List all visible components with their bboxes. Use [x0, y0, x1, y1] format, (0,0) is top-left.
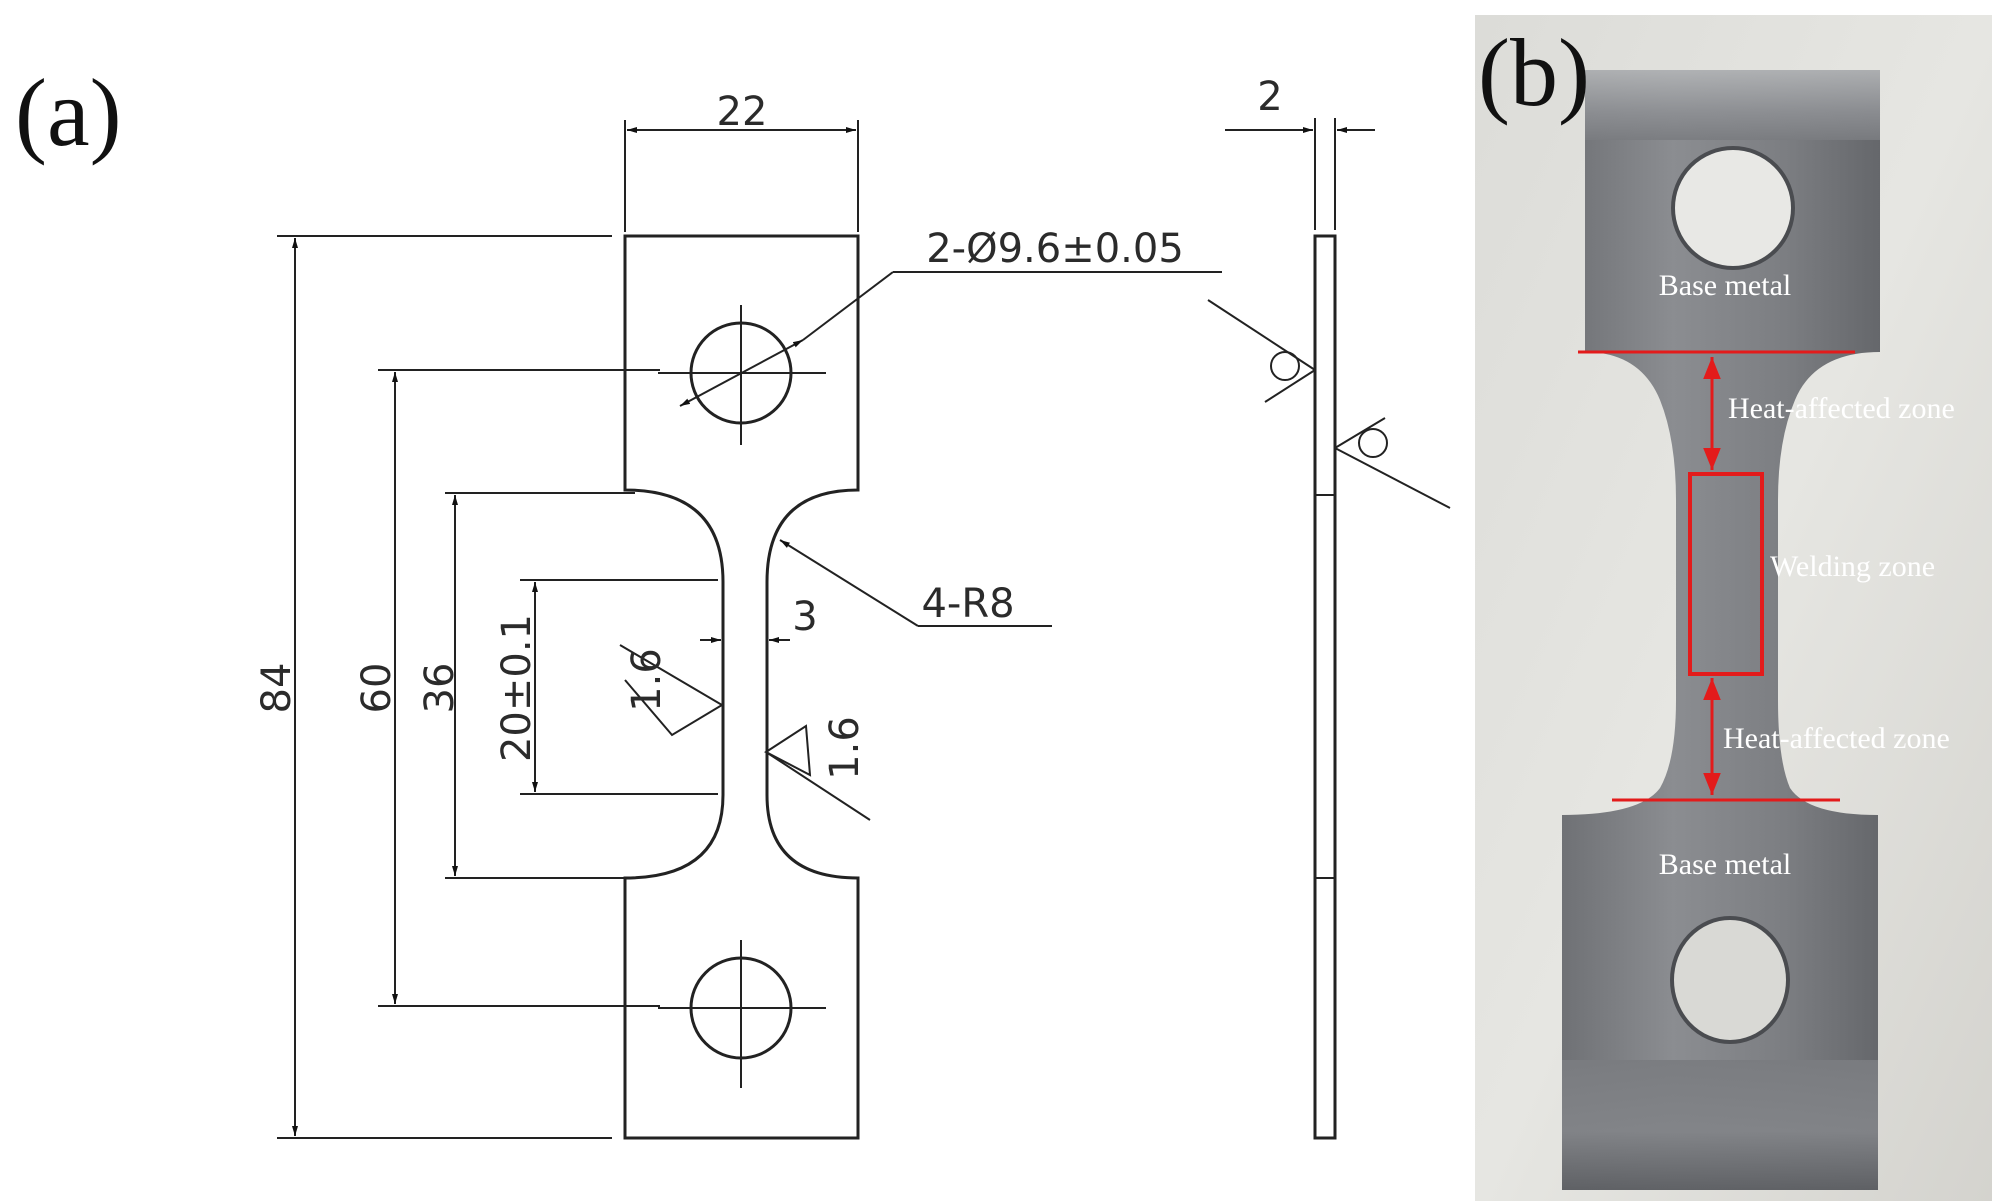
dim-hole-spacing-label: 60	[354, 663, 400, 714]
dim-reduced-section-label: 36	[417, 663, 463, 714]
label-base-metal-bottom: Base metal	[1659, 848, 1791, 881]
dim-gauge-length	[520, 579, 718, 795]
dim-total-length	[277, 235, 612, 1139]
dim-hole-diameter	[679, 271, 1222, 407]
dim-thickness	[1225, 118, 1375, 230]
panel-a: (a) 22 84	[15, 59, 1451, 1140]
label-base-metal-top: Base metal	[1659, 269, 1791, 302]
dim-fillet-radius	[779, 539, 1052, 627]
dim-width	[624, 120, 859, 232]
bottom-grip-band	[1562, 1060, 1878, 1190]
dim-gauge-width-label: 3	[792, 594, 817, 640]
side-view	[1313, 234, 1337, 1140]
panel-a-label: (a)	[15, 59, 122, 166]
dim-reduced-section	[445, 492, 635, 879]
specimen-photo	[1562, 70, 1880, 1190]
specimen-outline	[623, 234, 860, 1140]
bottom-hole	[658, 940, 826, 1088]
photo-top-hole	[1671, 146, 1795, 270]
top-hole	[658, 305, 826, 445]
panel-b-label: (b)	[1478, 19, 1590, 126]
top-grip-shine	[1585, 70, 1880, 140]
side-roughness-symbols	[1207, 299, 1451, 509]
label-haz-bottom: Heat-affected zone	[1723, 722, 1950, 755]
dim-hole-diameter-label: 2-Ø9.6±0.05	[926, 226, 1184, 272]
photo-bottom-hole	[1670, 916, 1790, 1044]
roughness-right-label: 1.6	[822, 716, 868, 780]
dim-gauge-length-label: 20±0.1	[494, 614, 540, 762]
dim-hole-spacing	[378, 369, 660, 1007]
dim-width-label: 22	[717, 89, 768, 135]
dim-total-length-label: 84	[254, 663, 300, 714]
dim-fillet-radius-label: 4-R8	[921, 581, 1014, 627]
roughness-symbol-right	[764, 724, 871, 821]
dim-thickness-label: 2	[1257, 74, 1282, 120]
label-haz-top: Heat-affected zone	[1728, 392, 1955, 425]
roughness-left-label: 1.6	[624, 648, 670, 712]
panel-b: (b) Base metal Heat-affected zone Weldin…	[1475, 15, 1992, 1201]
welding-zone-box	[1688, 472, 1764, 676]
label-welding-zone: Welding zone	[1770, 550, 1935, 583]
roughness-symbol-left	[619, 644, 724, 737]
